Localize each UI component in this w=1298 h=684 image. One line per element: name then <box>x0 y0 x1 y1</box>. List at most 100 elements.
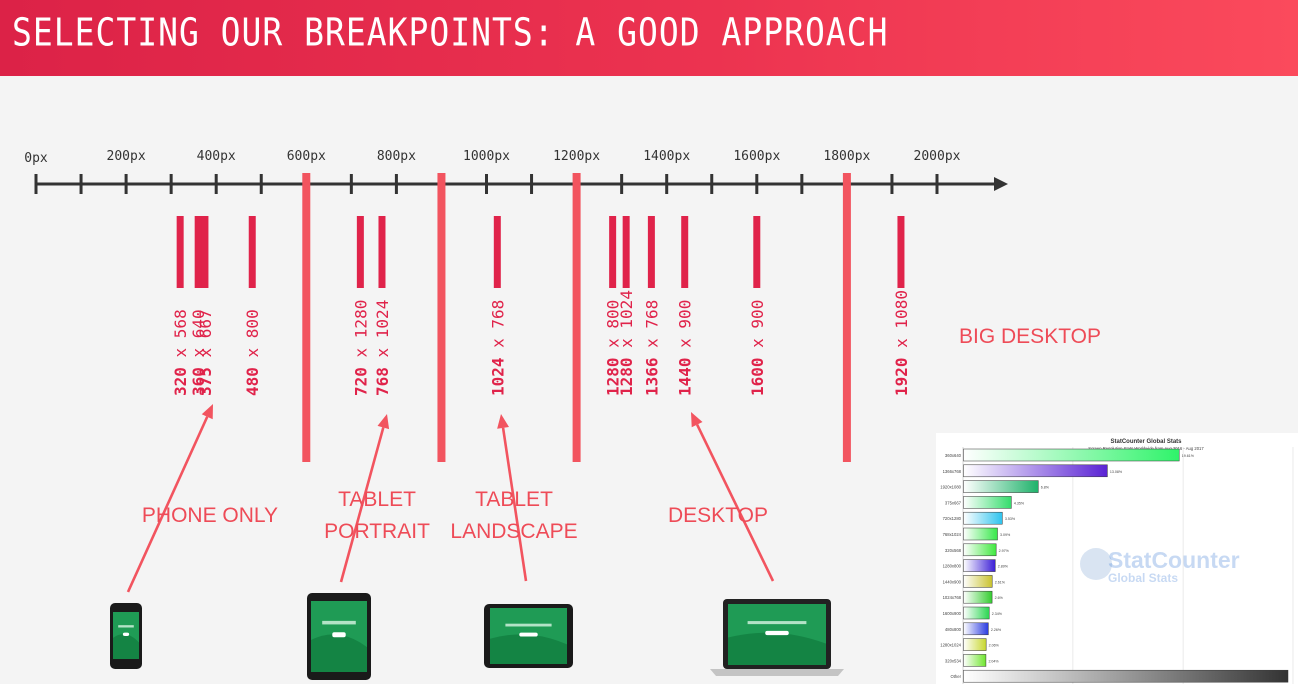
resolution-height: x 768 <box>642 300 661 358</box>
stats-category-label: 1280x1024 <box>940 643 961 648</box>
resolution-width: 1440 <box>676 357 695 396</box>
resolution-label: 1024 x 768 <box>488 300 507 396</box>
stats-category-label: 320x568 <box>945 548 962 553</box>
stats-value-label: 2.61% <box>995 580 1006 584</box>
stats-bar <box>963 606 990 620</box>
group-label-desktop: DESKTOP <box>668 504 768 527</box>
resolution-width: 1280 <box>617 357 636 396</box>
stats-category-label: 1600x900 <box>943 611 962 616</box>
watermark-globe-icon <box>1080 548 1112 580</box>
resolution-height: x 1024 <box>373 300 392 367</box>
breakpoint-line <box>842 173 851 462</box>
stats-category-label: 1920x1080 <box>940 485 961 490</box>
stats-value-label: 2.04% <box>988 659 999 663</box>
resolution-label: 375 x 667 <box>196 309 215 396</box>
stats-subtitle: Screen Resolution Stats Worldwide from A… <box>1088 446 1204 451</box>
tablet-landscape-screen <box>490 608 567 664</box>
resolution-marker <box>681 216 689 288</box>
breakpoint-line <box>572 173 581 462</box>
laptop-screen <box>728 604 826 665</box>
resolution-label: 360 x 640 <box>189 309 208 396</box>
resolution-label: 1366 x 768 <box>642 300 661 396</box>
stats-value-label: 4.35% <box>1014 501 1025 505</box>
axis-tick-label: 1600px <box>733 149 780 164</box>
resolution-marker <box>647 216 655 288</box>
stats-bar <box>963 480 1039 493</box>
axis-tick-label: 0px <box>24 151 48 166</box>
stats-bar <box>963 496 1012 509</box>
resolution-width: 1024 <box>488 357 507 396</box>
stats-category-label: Other <box>951 674 962 679</box>
stats-bar <box>963 464 1108 478</box>
stats-value-label: 3.53% <box>1005 517 1016 521</box>
resolution-label: 768 x 1024 <box>373 300 392 396</box>
stats-bar <box>963 543 997 557</box>
resolution-width: 1600 <box>748 357 767 396</box>
phone-screen <box>113 612 139 659</box>
resolution-height: x 1024 <box>617 290 636 357</box>
stats-bar <box>963 638 987 651</box>
resolution-width: 320 <box>171 367 190 396</box>
resolution-marker <box>897 216 905 288</box>
axis-tick-label: 2000px <box>914 149 961 164</box>
resolution-marker <box>493 216 501 288</box>
stats-value-label: 2.06% <box>989 644 1000 648</box>
resolution-marker <box>194 216 202 288</box>
stats-value-label: 19.61% <box>1182 454 1195 458</box>
axis-tick-label: 1800px <box>823 149 870 164</box>
resolution-width: 480 <box>243 367 262 396</box>
stats-category-label: 1280x800 <box>943 564 962 569</box>
stats-bar <box>963 559 996 572</box>
resolution-width: 768 <box>373 367 392 396</box>
axis-tick-label: 400px <box>197 149 236 164</box>
stats-category-label: 320x534 <box>945 658 962 663</box>
resolution-height: x 900 <box>748 300 767 358</box>
title-bar: SELECTING OUR BREAKPOINTS: A GOOD APPROA… <box>0 0 1298 76</box>
resolution-height: x 1280 <box>351 300 370 367</box>
resolution-height: x 768 <box>488 300 507 358</box>
resolution-label: 1280 x 1024 <box>617 290 636 396</box>
tablet-portrait-screen <box>311 601 367 672</box>
resolution-marker <box>176 216 184 288</box>
stats-category-label: 768x1024 <box>943 532 962 537</box>
group-label-phone: PHONE ONLY <box>141 504 279 527</box>
stats-category-label: 1024x768 <box>943 595 962 600</box>
stats-value-label: 2.97% <box>999 549 1010 553</box>
stats-value-label: 2.6% <box>995 596 1004 600</box>
resolution-label: 1600 x 900 <box>748 300 767 396</box>
axis-tick-label: 1400px <box>643 149 690 164</box>
resolution-marker <box>201 216 209 288</box>
resolution-label: 1440 x 900 <box>676 300 695 396</box>
resolution-width: 1920 <box>892 357 911 396</box>
stats-value-label: 13.08% <box>1110 470 1123 474</box>
resolution-label: 720 x 1280 <box>351 300 370 396</box>
group-label-big-desktop: BIG DESKTOP <box>959 325 1101 348</box>
axis-tick-label: 800px <box>377 149 416 164</box>
stats-value-label: 2.89% <box>998 565 1009 569</box>
stats-value-label: 2.26% <box>991 628 1002 632</box>
stats-value-label: 2.34% <box>992 612 1003 616</box>
stats-bar <box>963 575 993 588</box>
resolution-label: 320 x 568 <box>171 309 190 396</box>
axis-arrowhead <box>994 177 1008 191</box>
breakpoint-line <box>437 173 446 462</box>
resolution-label: 1280 x 800 <box>604 300 623 396</box>
resolution-marker <box>378 216 386 288</box>
resolution-width: 375 <box>196 367 215 396</box>
resolution-width: 720 <box>351 367 370 396</box>
stats-bar <box>963 511 1003 525</box>
resolution-marker <box>356 216 364 288</box>
stats-bar <box>963 448 1180 462</box>
pointer-arrow <box>497 414 528 582</box>
watermark-main: StatCounter <box>1108 547 1240 573</box>
stats-value-label: 6.8% <box>1041 486 1050 490</box>
laptop-base <box>710 669 844 676</box>
resolution-marker <box>622 216 630 288</box>
stats-value-label: 3.09% <box>1000 533 1011 537</box>
arrows <box>126 404 775 593</box>
